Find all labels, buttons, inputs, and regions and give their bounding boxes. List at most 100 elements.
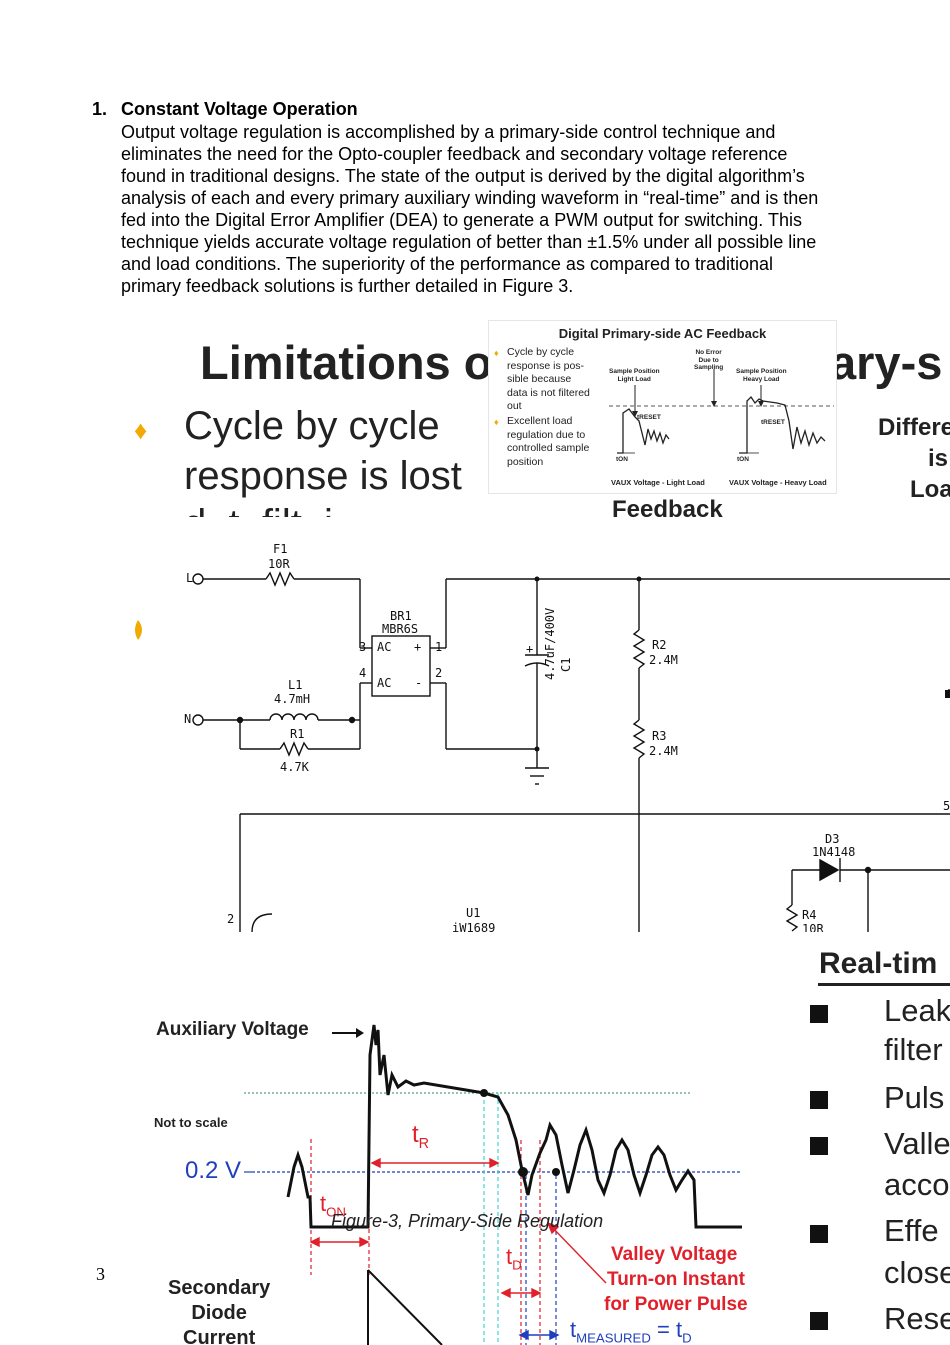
realtime-item: Rese — [884, 1301, 950, 1336]
realtime-item: acco — [884, 1167, 950, 1202]
pin-label: 5 — [943, 799, 950, 813]
digital-feedback-inset: Digital Primary-side AC Feedback ♦ Cycle… — [488, 320, 837, 494]
t-meas-eq-subscript: D — [682, 1330, 692, 1345]
slide-bottom-text: Feedback — [612, 496, 723, 517]
c1-value-label: 4.7uF/400V — [543, 607, 557, 680]
br1-plus-label: + — [414, 640, 422, 654]
inset-line: regulation due to — [507, 428, 586, 441]
t-r-label: tR — [412, 1121, 429, 1152]
r1-name-label: R1 — [290, 727, 305, 741]
t-r-subscript: R — [418, 1135, 430, 1152]
valley-line: Valley Voltage — [611, 1244, 738, 1265]
t-on-label: tON — [320, 1191, 346, 1219]
realtime-item: close — [884, 1255, 950, 1290]
t-on-label: tON — [616, 456, 628, 463]
pin-label: 1 — [435, 640, 443, 654]
t-on-symbol: t — [320, 1191, 327, 1216]
paragraph-line: Output voltage regulation is accomplishe… — [121, 122, 776, 142]
inset-bullet-text: Excellent load regulation due to control… — [507, 415, 589, 469]
schematic-wires-svg — [135, 571, 950, 932]
paragraph-line: primary feedback solutions is further de… — [121, 276, 574, 296]
r4-name-label: R4 — [802, 908, 817, 922]
d3-name-label: D3 — [825, 832, 840, 846]
slide-right-text: is — [928, 445, 949, 472]
square-bullet-icon — [810, 1225, 828, 1243]
body-paragraph: Output voltage regulation is accomplishe… — [121, 121, 871, 297]
inset-line: Excellent load — [507, 415, 573, 427]
r3-value-label: 2.4M — [649, 744, 678, 758]
square-bullet-icon — [810, 1137, 828, 1155]
valley-line: for Power Pulse — [604, 1294, 748, 1315]
t-r-symbol: t — [412, 1121, 419, 1148]
sample-heavy-label: Sample Position Heavy Load — [736, 368, 787, 383]
diamond-bullet-icon: ♦ — [134, 415, 148, 445]
slide-right-text: Loa — [910, 476, 950, 503]
c1-name-label: C1 — [559, 657, 573, 672]
pin-label: 2 — [435, 666, 443, 680]
paragraph-line: eliminates the need for the Opto-coupler… — [121, 144, 788, 164]
t-d-symbol: t — [506, 1244, 513, 1269]
inset-line: Cycle by cycle — [507, 346, 575, 358]
waveform-svg — [244, 1024, 742, 1345]
t-meas-symbol: t — [570, 1317, 577, 1342]
inset-line: position — [507, 455, 544, 468]
secondary-diode-current-label: Secondary Diode Current — [168, 1276, 270, 1345]
t-on-subscript: ON — [326, 1204, 346, 1220]
section-title: Constant Voltage Operation — [121, 99, 358, 119]
realtime-item: filter — [884, 1032, 943, 1067]
br1-minus-label: - — [415, 676, 423, 690]
diamond-bullet-icon: ♦ — [494, 348, 499, 358]
br1-ac-label: AC — [377, 640, 392, 654]
realtime-title: Real-tim — [819, 947, 938, 980]
slide-bullet-line: response is lost — [184, 454, 462, 498]
t-on-label: tON — [737, 456, 749, 463]
l1-value-label: 4.7mH — [274, 692, 311, 706]
inset-line: out — [507, 400, 522, 412]
r3-name-label: R3 — [652, 729, 667, 743]
inset-line: data is not filtered — [507, 386, 590, 399]
inset-waveform-svg — [609, 369, 834, 454]
br1-part-label: MBR6S — [382, 622, 419, 636]
realtime-item: Effe — [884, 1213, 939, 1248]
slide-title-continuation: ary-s — [830, 336, 943, 389]
valley-voltage-label: Valley Voltage Turn-on Instant for Power… — [604, 1242, 748, 1317]
realtime-title-underline — [818, 983, 950, 986]
limitations-slide-figure: Limitations o ary-s ♦ Cycle by cycle res… — [112, 320, 950, 517]
pin-label: 3 — [359, 640, 367, 654]
square-bullet-icon — [810, 1005, 828, 1023]
br1-ac-label: AC — [377, 676, 392, 690]
r2-name-label: R2 — [652, 638, 667, 652]
paragraph-line: fed into the Digital Error Amplifier (DE… — [121, 210, 802, 230]
t-reset-label: tRESET — [637, 414, 661, 421]
t-reset-label: tRESET — [761, 419, 785, 426]
slide-title: Limitations o — [200, 336, 493, 389]
paragraph-line: and load conditions. The superiority of … — [121, 254, 774, 274]
vaux-light-caption: VAUX Voltage - Light Load — [611, 478, 705, 487]
auxiliary-voltage-label: Auxiliary Voltage — [156, 1019, 309, 1040]
slide-bullet-line: Cycle by cycle — [184, 404, 440, 448]
t-d-label: tD — [506, 1244, 522, 1272]
section-heading: 1. Constant Voltage Operation — [92, 99, 358, 120]
realtime-item: Leak — [884, 993, 950, 1028]
f1-value-label: 10R — [268, 557, 290, 571]
valley-line: Turn-on Instant — [607, 1269, 745, 1290]
line-node-label: L — [186, 571, 194, 585]
inset-line: response is pos- — [507, 359, 585, 372]
t-measured-label: tMEASURED = tD — [570, 1317, 692, 1345]
vaux-heavy-caption: VAUX Voltage - Heavy Load — [729, 478, 827, 487]
inset-line: sible because — [507, 373, 572, 385]
u1-name-label: U1 — [466, 906, 481, 920]
u1-pin-label: 2 — [227, 912, 235, 926]
diamond-bullet-icon: ♦ — [494, 417, 499, 427]
reference-voltage-label: 0.2 V — [185, 1157, 242, 1184]
pin-label: 4 — [359, 666, 367, 680]
section-number: 1. — [92, 99, 108, 119]
u1-part-label: iW1689 — [452, 921, 496, 933]
secondary-line: Current — [183, 1327, 256, 1345]
realtime-item: Valle — [884, 1126, 950, 1161]
t-d-subscript: D — [512, 1257, 522, 1273]
r1-value-label: 4.7K — [280, 760, 309, 774]
paragraph-line: analysis of each and every primary auxil… — [121, 188, 819, 208]
c1-plus-label: + — [526, 642, 534, 656]
r4-value-label: 10R — [802, 922, 824, 933]
